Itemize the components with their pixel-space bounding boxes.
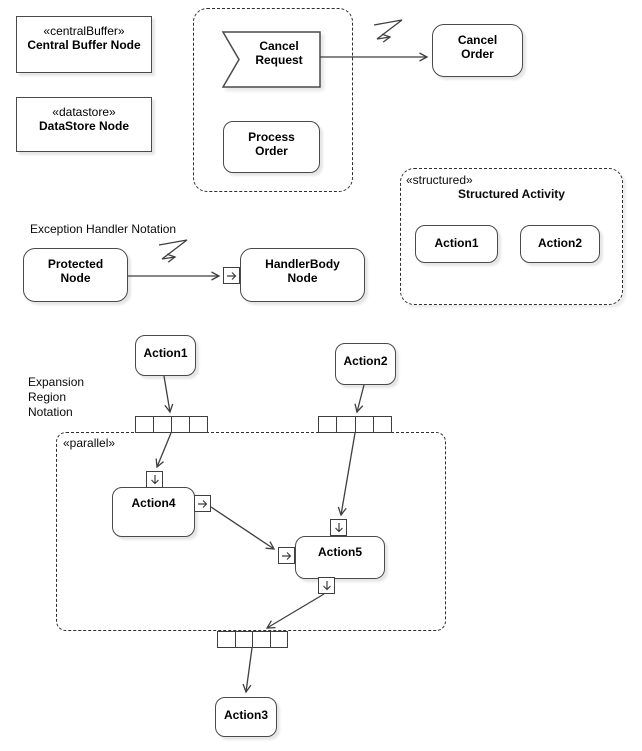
edge-action1-to-expnode (163, 375, 174, 414)
expansion-input-node-left[interactable] (135, 416, 208, 433)
interrupting-edge-zigzag-icon (373, 19, 403, 43)
datastore-label: DataStore Node (38, 119, 130, 134)
action5-top-input-pin[interactable] (330, 519, 347, 536)
structured-stereotype-label: «structured» (406, 173, 473, 187)
action1-label: Action1 (143, 346, 188, 360)
datastore-stereotype: «datastore» (52, 105, 116, 119)
cancel-order-label: Cancel Order (457, 33, 498, 62)
process-order-label: Process Order (248, 130, 295, 159)
action-cancel-order[interactable]: Cancel Order (432, 24, 523, 77)
down-arrow-icon (150, 474, 159, 484)
right-arrow-icon (197, 499, 207, 508)
edge-action2-to-expnode (354, 384, 365, 414)
action4-node[interactable]: Action4 (112, 487, 195, 537)
right-arrow-icon (226, 271, 236, 280)
structured-action2-label: Action2 (537, 236, 582, 250)
down-arrow-icon (334, 522, 343, 532)
action4-label: Action4 (131, 496, 176, 510)
action1-node[interactable]: Action1 (135, 335, 196, 376)
expansion-output-node[interactable] (217, 631, 288, 648)
action5-label: Action5 (317, 545, 362, 559)
central-buffer-label: Central Buffer Node (27, 38, 141, 53)
central-buffer-stereotype: «centralBuffer» (43, 24, 125, 38)
action2-label: Action2 (343, 354, 388, 368)
handler-body-node[interactable]: HandlerBody Node (240, 248, 365, 302)
protected-node-label: Protected Node (47, 257, 104, 286)
action3-label: Action3 (223, 708, 268, 722)
right-arrow-icon (281, 551, 291, 560)
parallel-stereotype-label: «parallel» (63, 436, 116, 450)
edge-outnode-to-action3 (242, 647, 253, 694)
handler-input-pin[interactable] (223, 267, 240, 284)
structured-action2[interactable]: Action2 (520, 225, 600, 263)
action5-node[interactable]: Action5 (295, 536, 385, 579)
expansion-input-node-right[interactable] (318, 416, 392, 433)
structured-action1-label: Action1 (434, 236, 479, 250)
action5-output-pin[interactable] (318, 577, 335, 594)
action-process-order[interactable]: Process Order (223, 121, 320, 173)
expansion-region-parallel[interactable] (56, 432, 446, 631)
central-buffer-node[interactable]: «centralBuffer» Central Buffer Node (16, 16, 152, 73)
interruptible-activity-region[interactable] (193, 8, 353, 192)
accept-event-action-cancel-request[interactable]: Cancel Request (218, 27, 326, 93)
action5-left-input-pin[interactable] (278, 547, 295, 564)
expansion-region-caption: Expansion Region Notation (28, 375, 85, 419)
accept-event-shape-icon (221, 31, 321, 88)
structured-activity-region[interactable] (400, 168, 623, 305)
exception-edge-zigzag-icon (158, 239, 188, 263)
action2-node[interactable]: Action2 (335, 343, 396, 385)
datastore-node[interactable]: «datastore» DataStore Node (16, 97, 152, 152)
action4-input-pin[interactable] (146, 471, 163, 488)
action3-node[interactable]: Action3 (215, 697, 277, 737)
protected-node[interactable]: Protected Node (23, 248, 128, 302)
action4-output-pin[interactable] (194, 495, 211, 512)
structured-activity-title: Structured Activity (458, 187, 565, 201)
handler-body-label: HandlerBody Node (265, 257, 340, 286)
down-arrow-icon (322, 580, 331, 590)
cancel-request-label: Cancel Request (255, 39, 303, 68)
structured-action1[interactable]: Action1 (415, 225, 498, 263)
exception-handler-caption: Exception Handler Notation (30, 222, 177, 236)
